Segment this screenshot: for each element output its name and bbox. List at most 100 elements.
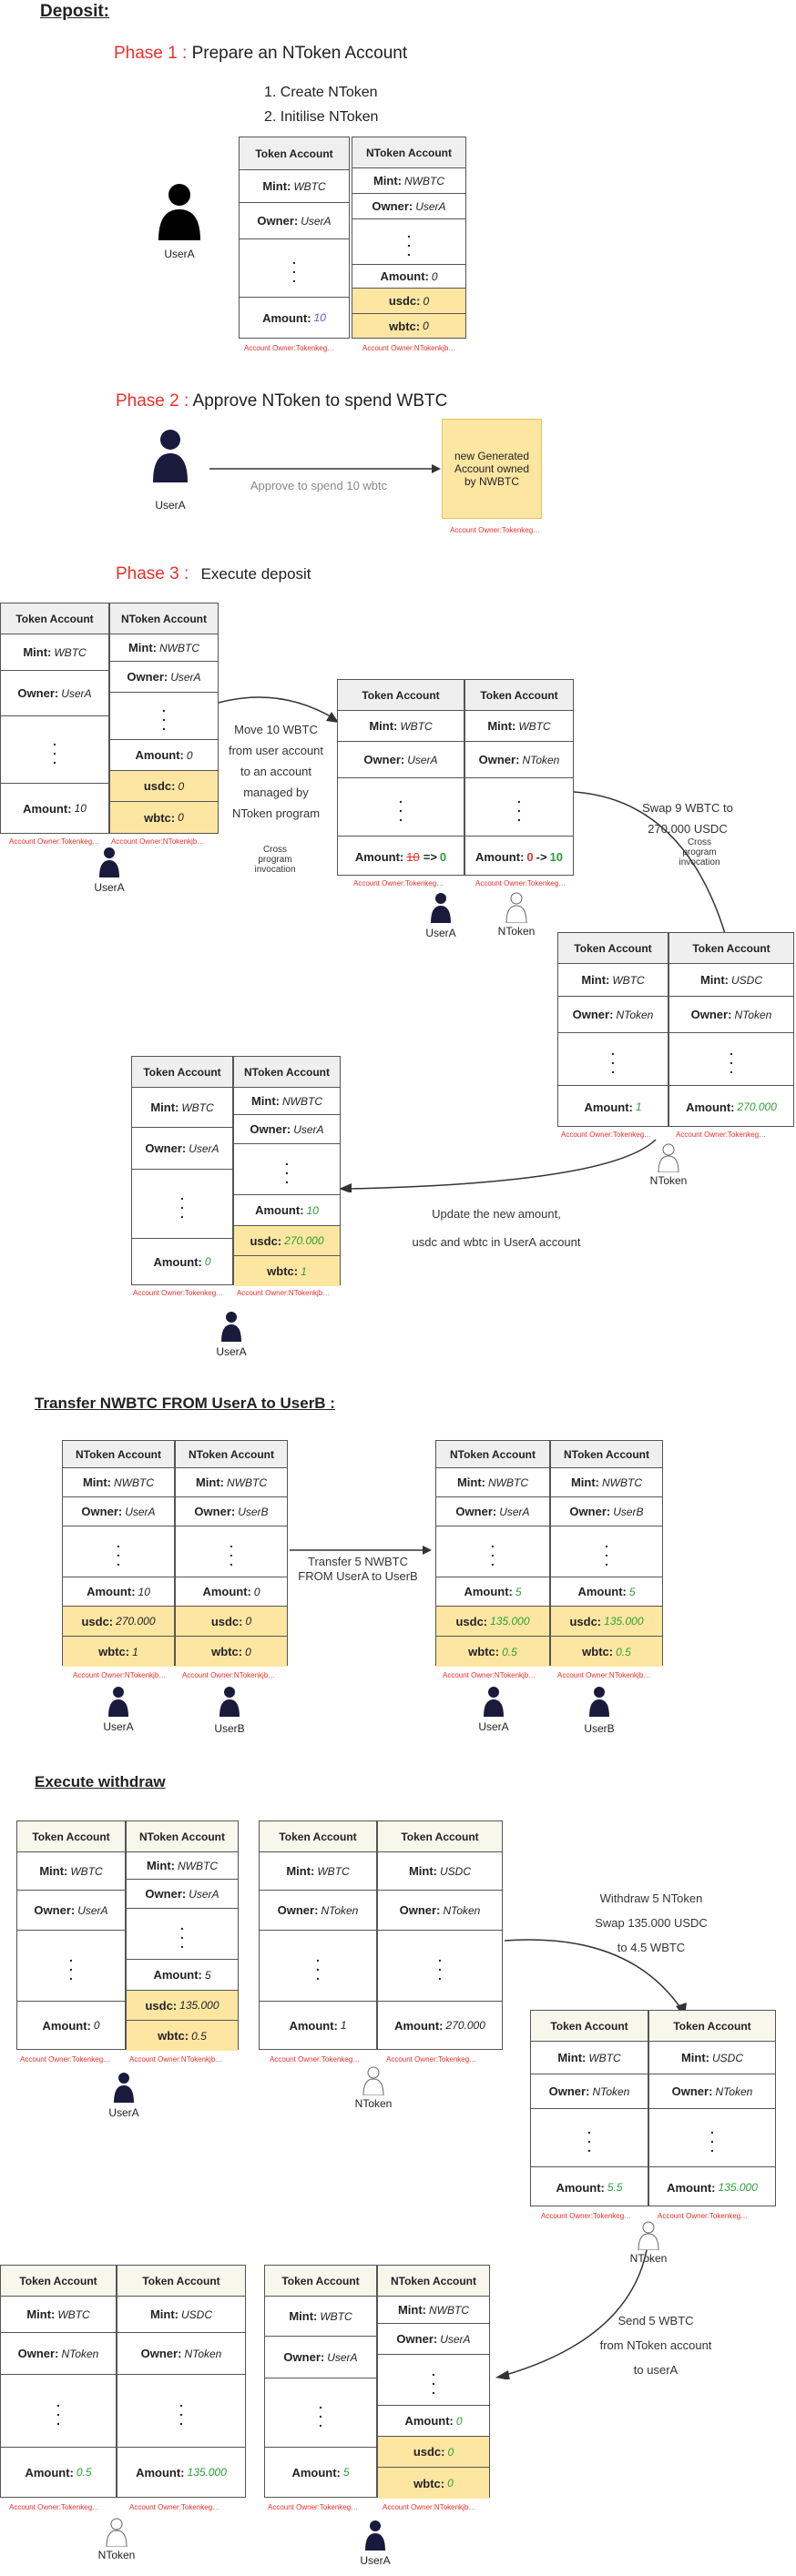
usdc-row: usdc:135.000 <box>127 1991 238 2021</box>
dot: . <box>517 790 521 806</box>
dot: . <box>710 2121 714 2136</box>
amount-value: 10 <box>313 311 326 324</box>
amount-value: 5 <box>628 1585 636 1598</box>
user-a-label: UserA <box>216 1345 247 1358</box>
move-arrow <box>218 696 339 723</box>
owner-row: Owner:NToken <box>1 2333 116 2375</box>
dot: . <box>285 1152 289 1168</box>
mint-value: NWBTC <box>227 1476 268 1489</box>
mint-label: Mint: <box>39 1864 68 1878</box>
token-account-caption: Account Owner:Tokenkeg… <box>658 2212 749 2220</box>
dot: . <box>316 1949 320 1964</box>
dot: . <box>730 1042 733 1058</box>
amount-label: Amount: <box>25 2465 74 2480</box>
user-a-icon <box>158 184 200 240</box>
mint-row: Mint:WBTC <box>260 1852 376 1891</box>
ntoken-account-caption: Account Owner:NTokenkjb… <box>443 1671 536 1679</box>
amount-label: Amount: <box>291 2465 341 2480</box>
usdc-value: 0 <box>447 2445 454 2459</box>
dot: . <box>438 1949 442 1964</box>
wbtc-value: 1 <box>301 1264 307 1278</box>
usdc-value: 0 <box>178 779 185 793</box>
amount-row: Amount:0 <box>176 1577 287 1607</box>
dot: . <box>491 1544 495 1559</box>
amount-row: Amount:1 <box>558 1086 668 1128</box>
owner-value: UserA <box>170 670 201 684</box>
owner-value: UserA <box>440 2332 471 2346</box>
owner-label: Owner: <box>277 1903 319 1917</box>
mint-label: Mint: <box>581 973 610 987</box>
usdc-value: 270.000 <box>284 1234 324 1247</box>
owner-row: Owner:UserA <box>240 203 349 239</box>
mint-value: WBTC <box>57 2307 90 2321</box>
owner-label: Owner: <box>17 686 59 700</box>
user-a-icon <box>431 893 451 923</box>
amount-label: Amount: <box>42 2018 91 2033</box>
mint-row: Mint:WBTC <box>531 2042 648 2074</box>
ntoken-account-table: NToken Account Mint:NWBTC Owner:UserA ..… <box>233 1056 341 1286</box>
wbtc-row: wbtc:0.5 <box>551 1637 662 1667</box>
user-a-label: UserA <box>425 927 456 939</box>
owner-value: UserA <box>189 1141 219 1155</box>
dot: . <box>432 2363 435 2378</box>
ntoken-icon <box>638 2221 659 2250</box>
owner-label: Owner: <box>34 1903 76 1917</box>
dot: . <box>316 1967 320 1983</box>
ntoken-account-table-userb: NToken Account Mint:NWBTC Owner:UserB ..… <box>550 1440 663 1667</box>
amount-value: 5 <box>342 2466 350 2479</box>
dot: . <box>162 699 166 715</box>
amount-row: Amount:10=>0 <box>338 837 464 877</box>
owner-label: Owner: <box>257 214 299 228</box>
token-account-table: Token Account Mint:USDC Owner:NToken ...… <box>648 2010 776 2206</box>
token-account-caption: Account Owner:Tokenkeg… <box>475 879 566 887</box>
transfer-note-line: FROM UserA to UserB <box>298 1569 418 1583</box>
owner-row: Owner:NToken <box>531 2074 648 2109</box>
owner-row: Owner:UserA <box>436 1497 549 1526</box>
token-account-table: Token Account Mint:WBTC Owner:UserA ... … <box>16 1820 126 2050</box>
wbtc-value: 1 <box>132 1645 138 1658</box>
token-account-table: Token Account Mint:WBTC Owner:NToken ...… <box>0 2265 117 2498</box>
amount-label: Amount: <box>153 1968 202 1982</box>
wbtc-row: wbtc:1 <box>234 1256 340 1286</box>
transfer-title: Transfer NWBTC FROM UserA to UserB : <box>35 1394 335 1412</box>
wbtc-value: 0.5 <box>616 1645 631 1658</box>
owner-row: Owner:UserA <box>234 1115 340 1144</box>
owner-label: Owner: <box>690 1008 732 1021</box>
dot: . <box>56 2394 60 2409</box>
ellipsis-row: ... <box>436 1526 549 1577</box>
ellipsis-row: ... <box>531 2109 648 2167</box>
dot: . <box>162 708 166 724</box>
amount-row: Amount:10 <box>1 784 108 833</box>
swap-note-line: 270.000 USDC <box>648 822 728 836</box>
owner-label: Owner: <box>363 753 405 766</box>
dot: . <box>605 1535 608 1550</box>
ellipsis-row: ... <box>240 239 349 298</box>
dot: . <box>69 1967 73 1983</box>
ntoken-icon <box>658 1143 679 1172</box>
dot: . <box>179 2412 183 2428</box>
approve-arrow <box>209 464 441 473</box>
ntoken-account-table-usera: NToken Account Mint:NWBTC Owner:UserA ..… <box>435 1440 550 1667</box>
phase1-label: Phase 1 : <box>114 44 188 63</box>
amount-row: Amount:5 <box>127 1960 238 1991</box>
owner-row: Owner:UserB <box>176 1497 287 1526</box>
owner-row: Owner:UserA <box>17 1891 125 1931</box>
ellipsis-row: ... <box>127 1909 238 1960</box>
dot: . <box>53 733 56 748</box>
owner-row: Owner:UserB <box>551 1497 662 1526</box>
dot: . <box>319 2405 322 2420</box>
wbtc-label: wbtc: <box>267 1264 299 1278</box>
ntoken-label: NToken <box>97 2549 136 2561</box>
wbtc-value: 0 <box>245 1645 251 1658</box>
owner-row: Owner:NToken <box>649 2074 775 2109</box>
table-header: Token Account <box>260 1821 376 1852</box>
usdc-label: usdc: <box>413 2445 445 2459</box>
token-account-caption: Account Owner:Tokenkeg… <box>353 879 444 887</box>
owner-value: UserA <box>301 214 332 228</box>
usdc-value: 135.000 <box>604 1615 644 1628</box>
token-account-caption: Account Owner:Tokenkeg… <box>129 2503 220 2511</box>
owner-value: NToken <box>522 753 560 766</box>
owner-label: Owner: <box>548 2084 590 2098</box>
dot: . <box>611 1051 615 1067</box>
table-header: Token Account <box>465 680 573 711</box>
